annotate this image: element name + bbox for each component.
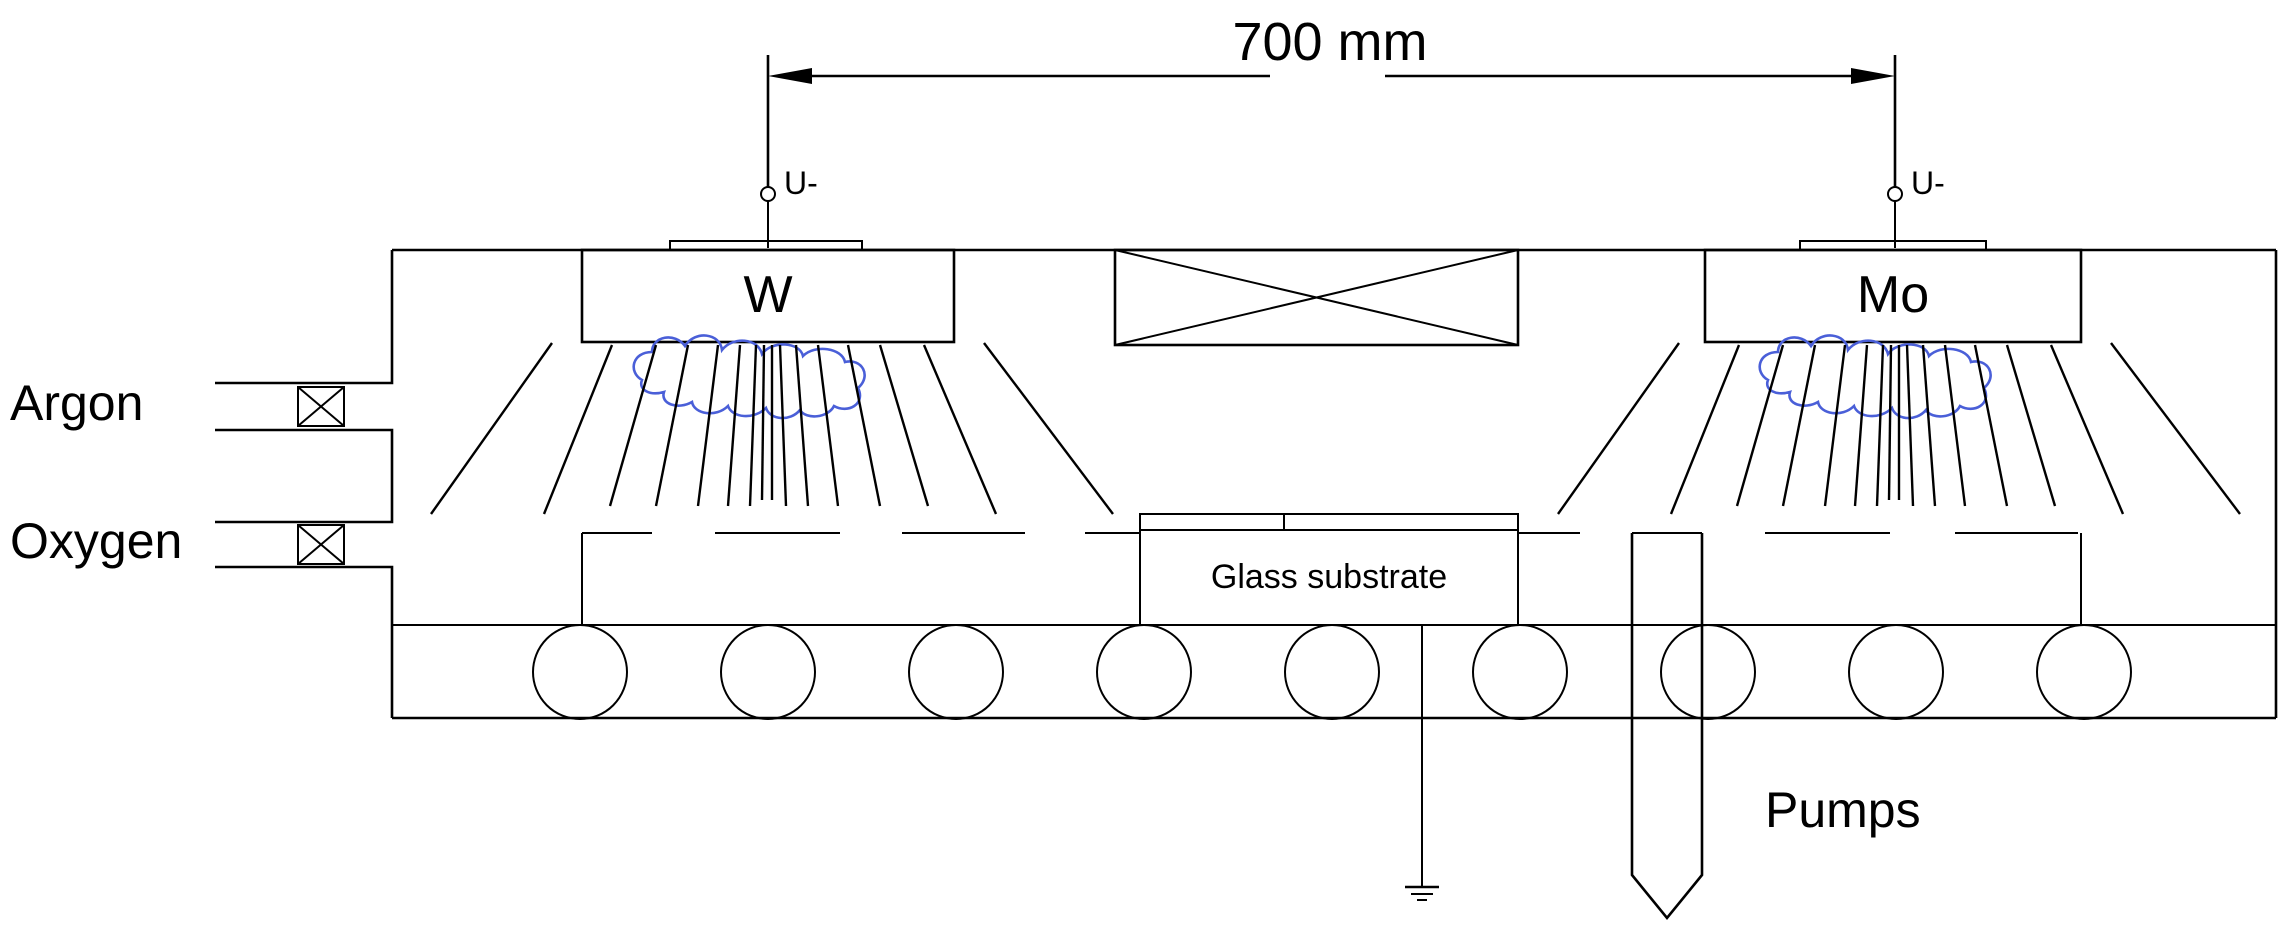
terminal-icon bbox=[760, 186, 776, 202]
terminal-right: U- bbox=[1887, 165, 1945, 248]
dimension-arrow-left-icon bbox=[768, 68, 812, 84]
sputter-ray bbox=[1669, 344, 1741, 515]
dimension-arrow-right-icon bbox=[1851, 68, 1895, 84]
sputter-ray bbox=[816, 344, 840, 507]
sputter-ray bbox=[846, 344, 882, 507]
sputter-rays-left bbox=[430, 342, 1114, 515]
sputter-ray bbox=[1943, 344, 1967, 507]
pumps-label: Pumps bbox=[1765, 782, 1921, 838]
sputter-ray bbox=[778, 344, 788, 507]
gas-inlet-argon: Argon bbox=[10, 375, 345, 431]
vacuum-chamber bbox=[215, 248, 2278, 720]
plasma-cloud-icon bbox=[1758, 334, 1992, 420]
sputter-ray bbox=[1823, 344, 1847, 507]
glass-substrate: Glass substrate bbox=[1139, 513, 1519, 626]
roller-icon bbox=[1660, 624, 1756, 720]
sputter-ray bbox=[1905, 344, 1915, 507]
oxygen-label: Oxygen bbox=[10, 513, 182, 569]
target-mo-box bbox=[1703, 248, 2083, 344]
sputter-ray bbox=[542, 344, 614, 515]
sputter-ray bbox=[696, 344, 720, 507]
target-w: W bbox=[580, 248, 956, 344]
substrate-label: Glass substrate bbox=[1211, 558, 1447, 596]
roller-icon bbox=[1472, 624, 1568, 720]
sputter-ray bbox=[1973, 344, 2009, 507]
sputter-ray bbox=[430, 342, 553, 515]
sputter-ray bbox=[1557, 342, 1680, 515]
sputter-ray bbox=[1853, 344, 1869, 507]
plasma-cloud-icon bbox=[632, 334, 866, 420]
terminal-left: U- bbox=[760, 165, 818, 248]
roller-icon bbox=[2036, 624, 2132, 720]
chamber-left-wall-middle bbox=[215, 428, 394, 524]
roller-conveyor bbox=[532, 624, 2132, 720]
center-shutter bbox=[1113, 248, 1520, 347]
roller-icon bbox=[1284, 624, 1380, 720]
roller-icon bbox=[720, 624, 816, 720]
backing-plate-right bbox=[1799, 240, 1987, 251]
sputter-ray bbox=[1875, 344, 1885, 507]
valve-icon bbox=[297, 386, 345, 427]
sputter-ray bbox=[794, 344, 810, 507]
chamber-left-wall-upper bbox=[215, 250, 394, 385]
ground-icon bbox=[1405, 885, 1439, 901]
bias-label-left: U- bbox=[784, 165, 818, 201]
sputter-ray bbox=[1781, 344, 1817, 507]
sputter-ray bbox=[608, 344, 658, 507]
sputter-ray bbox=[983, 342, 1114, 515]
sputter-ray bbox=[922, 344, 998, 515]
pump-port: Pumps bbox=[1630, 533, 1921, 921]
bias-label-right: U- bbox=[1911, 165, 1945, 201]
ground-connection bbox=[1405, 625, 1439, 901]
sputter-ray bbox=[1921, 344, 1937, 507]
roller-icon bbox=[1096, 624, 1192, 720]
sputter-ray bbox=[654, 344, 690, 507]
roller-icon bbox=[1848, 624, 1944, 720]
sputter-ray bbox=[748, 344, 758, 507]
target-w-box bbox=[580, 248, 956, 344]
sputter-ray bbox=[2049, 344, 2125, 515]
chamber-left-wall-lower bbox=[215, 565, 394, 718]
gas-inlet-oxygen: Oxygen bbox=[10, 513, 345, 569]
dimension-label: 700 mm bbox=[1232, 12, 1427, 72]
target-mo: Mo bbox=[1703, 248, 2083, 344]
target-w-label: W bbox=[743, 266, 792, 324]
sputter-ray bbox=[2110, 342, 2241, 515]
backing-plate-left bbox=[669, 240, 863, 251]
sputter-ray bbox=[1887, 344, 1893, 501]
target-mo-label: Mo bbox=[1857, 266, 1929, 324]
terminal-icon bbox=[1887, 186, 1903, 202]
argon-label: Argon bbox=[10, 375, 143, 431]
sputter-ray bbox=[760, 344, 766, 501]
sputter-ray bbox=[1735, 344, 1785, 507]
sputter-ray bbox=[726, 344, 742, 507]
dimension-annotation: 700 mm bbox=[766, 12, 1897, 188]
sputter-rays-right bbox=[1557, 342, 2241, 515]
roller-icon bbox=[532, 624, 628, 720]
roller-icon bbox=[908, 624, 1004, 720]
valve-icon bbox=[297, 524, 345, 565]
sputter-ray bbox=[2005, 344, 2057, 507]
sputter-ray bbox=[878, 344, 930, 507]
pump-pipe bbox=[1630, 533, 1704, 921]
